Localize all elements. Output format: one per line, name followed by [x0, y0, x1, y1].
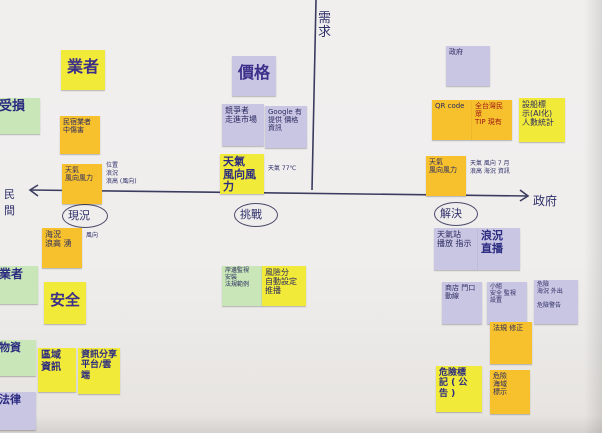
note-qr-text: QR code: [435, 102, 465, 110]
side-note-2-text: 業者: [0, 267, 24, 281]
note-hotel-text: 民宿業者 中傷害: [63, 118, 91, 135]
circle-status-label: 現況: [68, 209, 90, 222]
circle-challenge-label: 挑戰: [240, 208, 262, 221]
board-note-left-2: 風向: [86, 232, 99, 239]
vertical-axis: [311, 0, 317, 191]
note-group-text: 小組 安全 監視 設置: [490, 283, 516, 304]
note-danger: 危險 海況 外出 危險警告: [534, 280, 578, 324]
note-weather-right-text: 天氣 風向風力: [429, 158, 457, 175]
circle-solution: [434, 202, 478, 226]
note-google-text: Google 有 提供 價格 資訊: [268, 108, 302, 133]
note-weather-small: 天氣 風向風力: [62, 164, 102, 204]
note-live-text: 浪況 直播: [481, 229, 503, 255]
note-gov: 政府: [446, 46, 490, 86]
circle-challenge: [234, 203, 278, 227]
note-red-purple-text: 全台灣民眾 TIP 現有: [475, 102, 503, 127]
axis-label-right: 政府: [533, 194, 558, 208]
note-auto-push-text: 風險分 自動設定 推播: [265, 268, 297, 296]
note-ai-count: 設船標 示(AI化) 人數統計: [519, 98, 565, 142]
note-danger-mark: 危險標 記 ( 公 告 ): [436, 366, 482, 412]
note-safety-text: 安全: [49, 291, 80, 309]
note-businesses-text: 業者: [66, 57, 99, 76]
note-danger-text: 危險 海況 外出 危險警告: [537, 281, 563, 309]
note-live: 浪況 直播: [478, 228, 520, 270]
note-camera: 岸邊監視 安裝 法規範例: [222, 266, 262, 306]
side-note-1-text: 受損: [0, 99, 26, 114]
circle-status: [62, 204, 108, 228]
note-sea-condition: 海況 浪高 湧: [42, 228, 82, 268]
note-price: 價格: [232, 56, 276, 96]
note-ai-count-text: 設船標 示(AI化) 人數統計: [522, 100, 554, 128]
note-qr: QR code: [432, 100, 472, 140]
note-auto-push: 風險分 自動設定 推播: [262, 266, 306, 306]
side-note-1: 受損: [0, 98, 40, 134]
note-store: 商店 門口 動線: [442, 282, 482, 324]
note-danger-mark-text: 危險標 記 ( 公 告 ): [439, 368, 468, 399]
note-law: 法規 修正: [490, 322, 532, 364]
board-note-right-1: 天氣 風向 7 月 浪高 海況 資訊: [470, 160, 510, 175]
note-weather-station-text: 天氣站 播放 指示: [437, 230, 472, 249]
note-law-text: 法規 修正: [493, 324, 524, 332]
note-region-text: 區域 資訊: [41, 350, 61, 373]
side-note-4: 法律: [0, 392, 36, 430]
axis-label-left: 民間: [4, 188, 15, 217]
note-weather-right: 天氣 風向風力: [426, 156, 466, 196]
note-store-text: 商店 門口 動線: [445, 284, 476, 301]
edge-shadow: [584, 0, 602, 433]
note-google: Google 有 提供 價格 資訊: [265, 106, 307, 148]
note-group: 小組 安全 監視 設置: [487, 282, 527, 324]
note-weather-big: 天氣 風向風力: [220, 154, 264, 194]
note-weather-station: 天氣站 播放 指示: [434, 228, 478, 270]
note-sea-condition-text: 海況 浪高 湧: [45, 230, 72, 249]
bottom-shadow: [0, 415, 602, 433]
board-note-center-1: 天氣 77℃: [268, 165, 297, 172]
left-arrowhead: [28, 184, 39, 197]
note-realtime-text: 資訊分享 平台/雲端: [81, 350, 118, 381]
note-hotel: 民宿業者 中傷害: [60, 116, 100, 154]
note-competition-text: 競爭者 走進市場: [225, 106, 257, 125]
circle-solution-label: 解決: [440, 207, 462, 220]
note-gov-text: 政府: [449, 48, 463, 56]
note-weather-big-text: 天氣 風向風力: [223, 155, 256, 194]
note-realtime: 資訊分享 平台/雲端: [78, 348, 120, 394]
note-price-text: 價格: [237, 63, 270, 82]
note-businesses: 業者: [61, 50, 105, 90]
right-arrowhead: [519, 189, 530, 202]
side-note-3: 物資: [0, 340, 36, 376]
note-red-purple: 全台灣民眾 TIP 現有: [472, 100, 512, 140]
note-danger-sea: 危險 海域 標示: [490, 370, 530, 414]
side-note-3-text: 物資: [0, 341, 21, 354]
note-weather-small-text: 天氣 風向風力: [65, 166, 93, 183]
note-competition: 競爭者 走進市場: [222, 104, 264, 146]
side-note-4-text: 法律: [0, 393, 21, 406]
side-note-2: 業者: [0, 266, 38, 304]
note-safety: 安全: [44, 282, 86, 324]
axis-label-top: 需求: [318, 11, 332, 40]
note-danger-sea-text: 危險 海域 標示: [493, 372, 507, 397]
note-region: 區域 資訊: [38, 348, 76, 392]
note-camera-text: 岸邊監視 安裝 法規範例: [225, 267, 250, 288]
board-note-left-1: 位置 浪況 浪高 (風向): [106, 162, 137, 185]
